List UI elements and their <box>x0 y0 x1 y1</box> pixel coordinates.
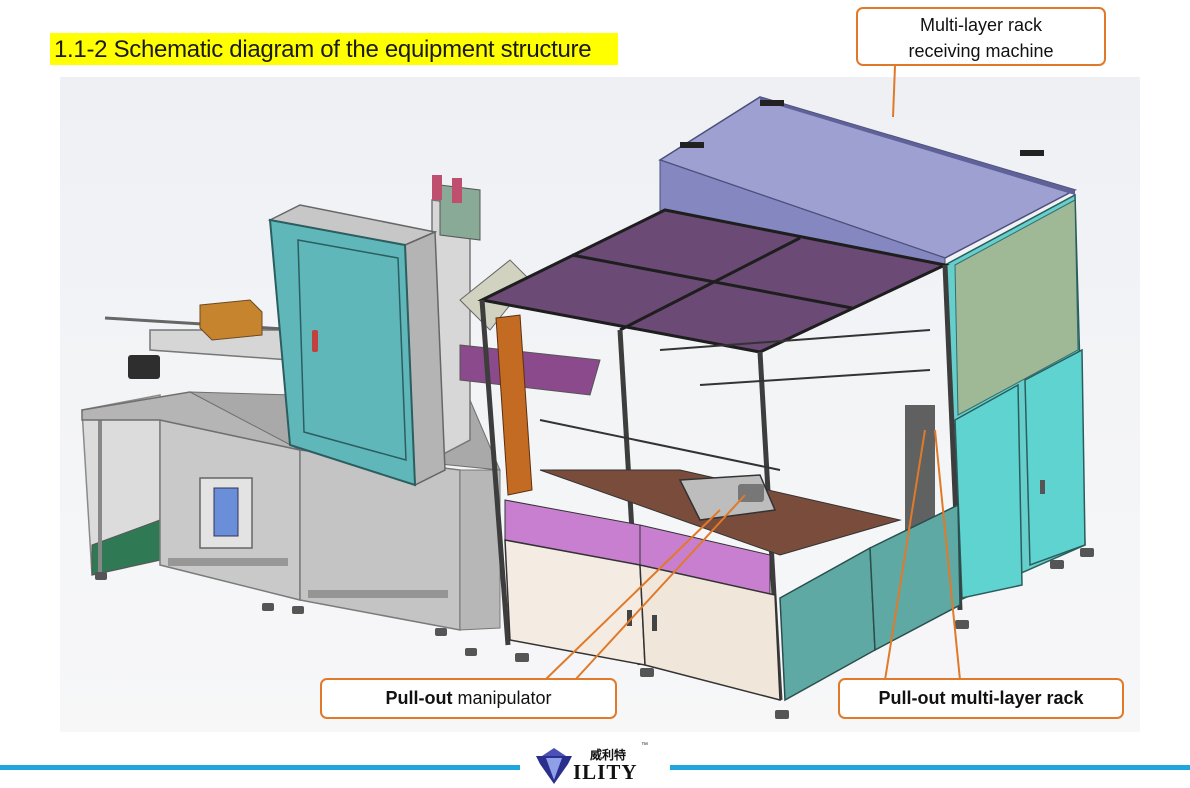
logo-english-text: ILITY <box>573 760 638 784</box>
callout-manipulator-rest: manipulator <box>452 688 552 708</box>
callout-receiving-machine: Multi-layer rack receiving machine <box>856 7 1106 66</box>
logo-chinese-text: 威利特 <box>590 748 627 762</box>
left-conveyor-machine <box>81 175 501 656</box>
vility-diamond-logo-icon <box>536 748 572 784</box>
callout-pull-out-manipulator: Pull-out manipulator <box>320 678 617 719</box>
electrical-cabinet <box>267 204 446 487</box>
callout-receiving-line1: Multi-layer rack <box>919 15 1043 35</box>
logo-trademark: ™ <box>641 742 648 749</box>
callout-leader-lines <box>544 65 961 681</box>
footer-line-left <box>0 765 520 770</box>
footer-line-right <box>670 765 1190 770</box>
callout-manipulator-bold: Pull-out <box>385 688 453 708</box>
callout-receiving-line2: receiving machine <box>908 41 1054 61</box>
callout-rack-bold: Pull-out multi-layer rack <box>878 688 1084 708</box>
multi-layer-rack-machine <box>477 96 1094 719</box>
callout-pull-out-rack: Pull-out multi-layer rack <box>838 678 1124 719</box>
title-highlight <box>50 33 618 65</box>
page-title: 1.1-2 Schematic diagram of the equipment… <box>54 36 592 63</box>
